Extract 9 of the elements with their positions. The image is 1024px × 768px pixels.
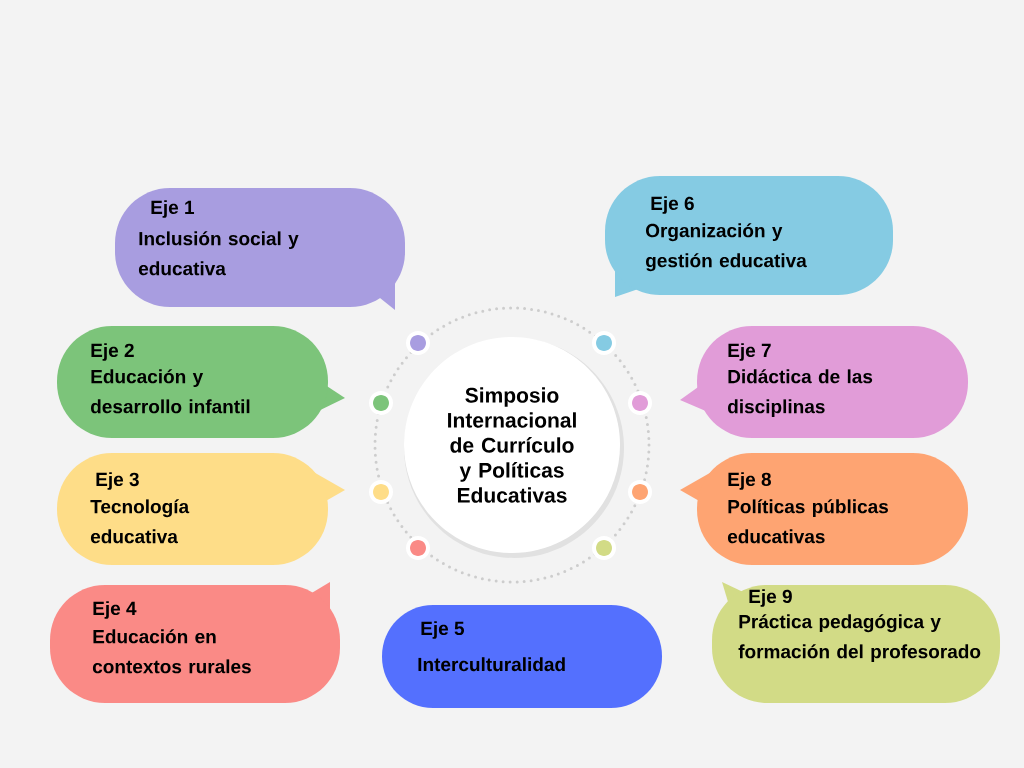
speech-bubble: Eje 6 Organización y gestión educativa	[605, 176, 893, 297]
speech-bubble: Eje 9 Práctica pedagógica y formación del profesorado	[712, 582, 1000, 703]
speech-bubble: Eje 7 Didáctica de las disciplinas	[680, 326, 968, 438]
speech-bubble: Eje 2 Educación y desarrollo infantil	[57, 326, 345, 438]
speech-bubble: Eje 5 Interculturalidad	[382, 605, 662, 708]
speech-bubble: Eje 8 Políticas públicas educativas	[680, 453, 968, 565]
speech-bubble: Eje 1 Inclusión social y educativa	[115, 188, 405, 310]
speech-bubble: Eje 3 Tecnología educativa	[57, 453, 345, 565]
speech-bubble: Eje 4 Educación en contextos rurales	[50, 582, 340, 703]
